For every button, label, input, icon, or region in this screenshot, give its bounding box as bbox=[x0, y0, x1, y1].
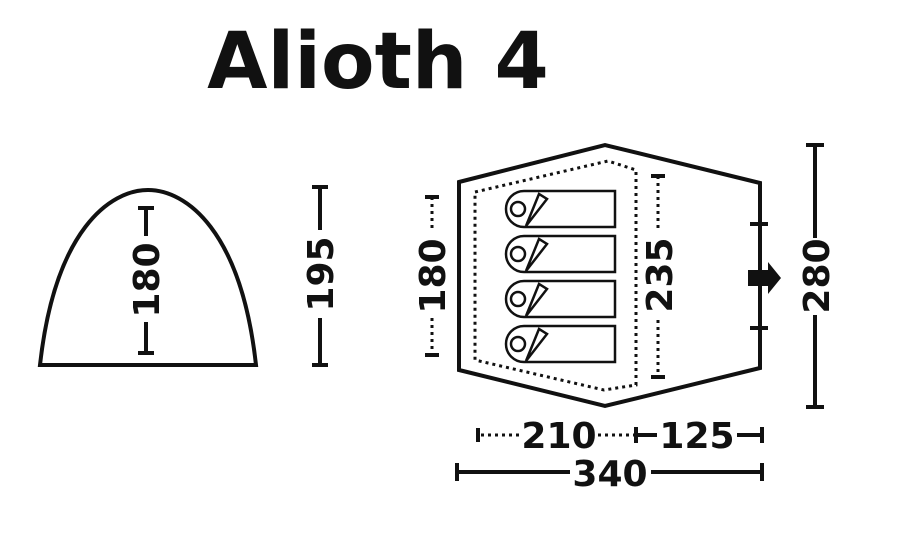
sleeping-bag-icon bbox=[504, 279, 617, 319]
outer-width-label: 280 bbox=[797, 238, 838, 313]
outer-height-dimension: 195 bbox=[301, 185, 342, 367]
inner-width-label: 180 bbox=[413, 238, 454, 313]
inner-side-dimension: 235 bbox=[640, 174, 681, 379]
floor-plan: 180 235 280 210 125 bbox=[413, 142, 838, 495]
inner-height-label: 180 bbox=[127, 242, 168, 317]
inner-length-dimension: 210 bbox=[476, 416, 634, 457]
inner-tent-outline bbox=[473, 159, 638, 392]
entrance-arrow-icon bbox=[748, 262, 781, 294]
sleeping-bag-icon bbox=[504, 189, 617, 229]
tent-side-outline bbox=[37, 187, 259, 367]
page-title: Alioth 4 bbox=[207, 17, 549, 107]
inner-width-dimension: 180 bbox=[413, 195, 454, 357]
sleeping-bag-icon bbox=[504, 234, 617, 274]
inner-side-label: 235 bbox=[640, 237, 681, 312]
sleeping-bag-icon bbox=[504, 324, 617, 364]
inner-height-dimension: 180 bbox=[127, 206, 168, 355]
outer-width-dimension: 280 bbox=[797, 143, 838, 409]
outer-tent-outline bbox=[457, 142, 762, 409]
total-length-label: 340 bbox=[572, 454, 647, 495]
vestibule-length-dimension: 125 bbox=[634, 416, 764, 457]
sleeping-bags bbox=[504, 189, 617, 364]
vestibule-length-label: 125 bbox=[659, 416, 734, 457]
side-view: 180 195 bbox=[37, 185, 342, 367]
total-length-dimension: 340 bbox=[455, 454, 764, 495]
inner-length-label: 210 bbox=[521, 416, 596, 457]
outer-height-label: 195 bbox=[301, 236, 342, 311]
